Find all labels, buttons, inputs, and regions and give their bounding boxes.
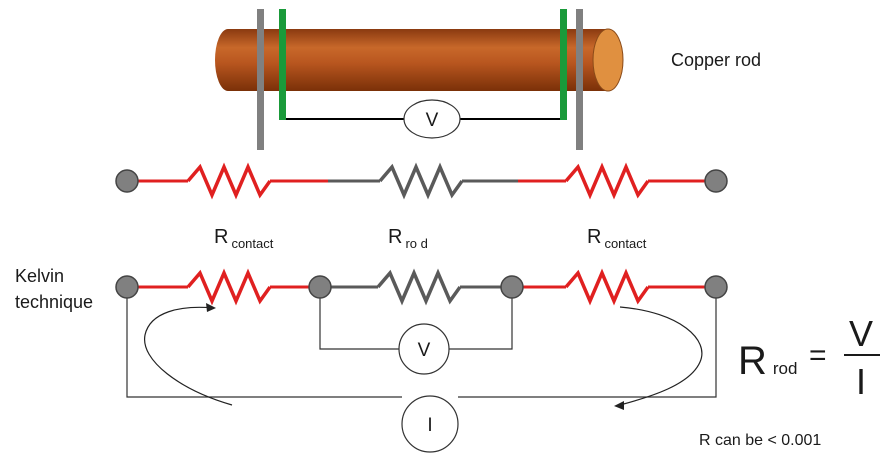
gray-clamp-left bbox=[257, 9, 264, 150]
current-arrow-right bbox=[619, 306, 703, 406]
current-arrow-left bbox=[144, 306, 233, 406]
node-kelvin-1 bbox=[115, 275, 139, 299]
top-voltmeter-label: V bbox=[426, 110, 439, 131]
formula-equals: = bbox=[809, 339, 827, 372]
copper-rod bbox=[215, 28, 624, 92]
node-kelvin-4 bbox=[704, 275, 728, 299]
top-voltmeter bbox=[403, 99, 461, 139]
formula-denominator: I bbox=[856, 361, 866, 402]
gray-clamp-right bbox=[576, 9, 583, 150]
node-top-left bbox=[115, 169, 139, 193]
ammeter-label: I bbox=[427, 415, 432, 436]
kelvin-voltmeter-label: V bbox=[418, 340, 431, 361]
kelvin-resistor-contact-right bbox=[564, 268, 650, 306]
kelvin-resistor-rod bbox=[376, 268, 462, 306]
ammeter bbox=[401, 395, 459, 453]
node-kelvin-2 bbox=[308, 275, 332, 299]
node-top-right bbox=[704, 169, 728, 193]
kelvin-label-line1: Kelvin bbox=[15, 266, 64, 286]
resistor-contact-left bbox=[186, 162, 272, 200]
green-clamp-right bbox=[560, 9, 567, 120]
kelvin-resistor-contact-left bbox=[186, 268, 272, 306]
formula-numerator: V bbox=[849, 313, 873, 354]
copper-rod-label: Copper rod bbox=[671, 50, 761, 70]
kelvin-voltmeter bbox=[398, 323, 450, 375]
series-resistor-row bbox=[115, 162, 728, 200]
note-text: R can be < 0.001 bbox=[699, 432, 821, 449]
node-kelvin-3 bbox=[500, 275, 524, 299]
resistor-rod bbox=[378, 162, 464, 200]
resistor-contact-right bbox=[564, 162, 650, 200]
green-clamp-left bbox=[279, 9, 286, 120]
kelvin-circuit bbox=[115, 268, 728, 453]
kelvin-label-line2: technique bbox=[15, 292, 93, 312]
